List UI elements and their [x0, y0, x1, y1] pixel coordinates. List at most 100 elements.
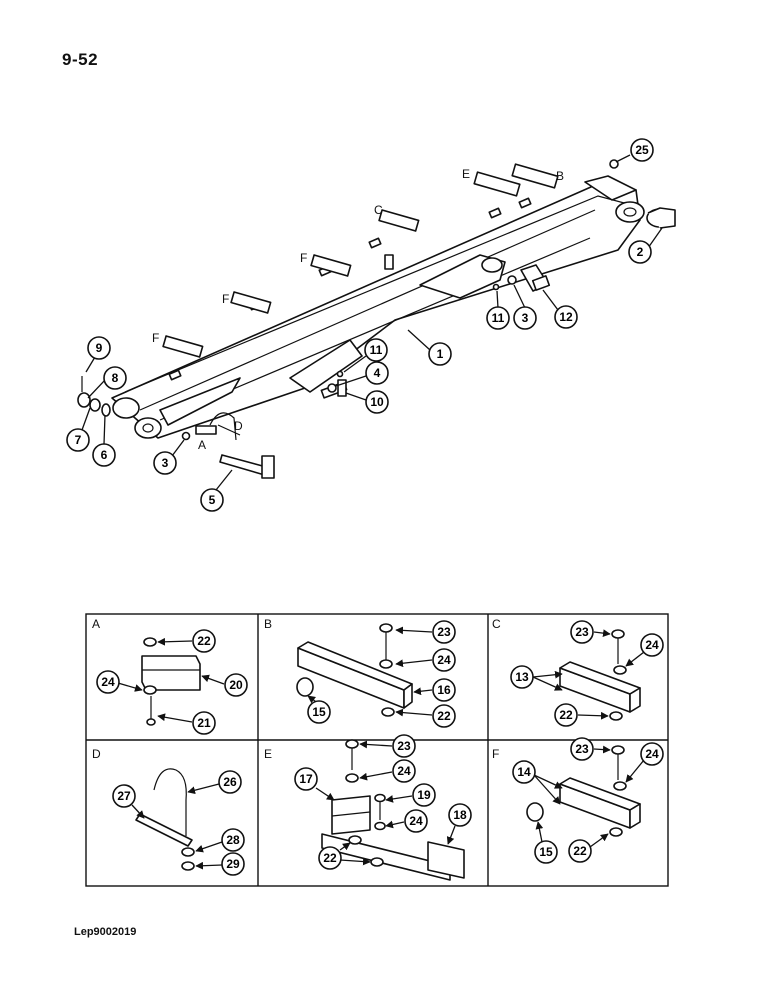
u-bolt	[153, 768, 187, 836]
svg-text:20: 20	[229, 678, 243, 692]
svg-text:23: 23	[437, 625, 451, 639]
svg-text:15: 15	[312, 705, 326, 719]
svg-text:22: 22	[573, 844, 587, 858]
svg-text:24: 24	[397, 764, 411, 778]
panel-D-callout-27: 27	[112, 784, 136, 808]
panel-letter-E: E	[264, 747, 272, 761]
svg-text:24: 24	[101, 675, 115, 689]
letter-B: B	[556, 169, 564, 183]
panel-D: D 26 27 28 29	[92, 747, 245, 876]
svg-text:11: 11	[370, 343, 383, 357]
callout-10: 10	[365, 390, 389, 414]
panel-F: F 23 24 14 15 22	[492, 737, 664, 864]
main-letters: E B C F F F A D	[152, 167, 564, 452]
svg-text:10: 10	[370, 395, 384, 409]
svg-text:7: 7	[75, 433, 82, 447]
svg-text:5: 5	[209, 493, 216, 507]
bushing-2	[646, 207, 676, 229]
svg-text:23: 23	[397, 739, 411, 753]
panel-letter-D: D	[92, 747, 101, 761]
main-callouts: 25 2 12 3 11 1 11 4 10 9 8 7 6 3 5	[66, 138, 663, 512]
svg-text:22: 22	[323, 851, 337, 865]
letter-A: A	[198, 438, 206, 452]
panel-B-callout-24: 24	[432, 648, 456, 672]
panel-B: B 23 24 16 15 22	[264, 617, 456, 728]
svg-text:25: 25	[635, 143, 649, 157]
detail-panels: A 22 20 24 21 B	[85, 613, 669, 887]
letter-F-1: F	[300, 251, 307, 265]
callout-6: 6	[92, 443, 116, 467]
panel-letter-B: B	[264, 617, 272, 631]
panel-B-callout-23: 23	[432, 620, 456, 644]
panel-D-callout-26: 26	[218, 770, 242, 794]
panel-E-callout-19: 19	[412, 783, 436, 807]
panel-F-callout-22: 22	[568, 839, 592, 863]
panel-B-callout-16: 16	[432, 678, 456, 702]
panel-E-callout-17: 17	[294, 767, 318, 791]
callout-3-rear: 3	[513, 306, 537, 330]
panel-B-callout-15: 15	[307, 700, 331, 724]
panel-D-callout-28: 28	[221, 828, 245, 852]
svg-text:24: 24	[437, 653, 451, 667]
letter-C: C	[374, 203, 383, 217]
svg-text:3: 3	[162, 456, 169, 470]
mounting-bar	[321, 833, 451, 881]
svg-text:13: 13	[515, 670, 529, 684]
svg-text:8: 8	[112, 371, 119, 385]
panel-F-callout-14: 14	[512, 760, 536, 784]
dipper-arm-assembly	[77, 159, 676, 479]
svg-text:22: 22	[559, 708, 573, 722]
callout-8: 8	[103, 366, 127, 390]
svg-text:29: 29	[226, 857, 240, 871]
callout-7: 7	[66, 428, 90, 452]
panel-C-callout-22: 22	[554, 703, 578, 727]
svg-text:1: 1	[437, 347, 444, 361]
svg-text:21: 21	[197, 716, 211, 730]
panel-B-callout-22: 22	[432, 704, 456, 728]
document-code: Lep9002019	[74, 926, 137, 938]
panel-A: A 22 20 24 21	[92, 617, 248, 735]
svg-text:14: 14	[517, 765, 531, 779]
panels-frame	[85, 613, 669, 887]
panel-A-callout-20: 20	[224, 673, 248, 697]
panel-C-callout-13: 13	[510, 665, 534, 689]
callout-1: 1	[428, 342, 452, 366]
panel-F-callout-24: 24	[640, 742, 664, 766]
panel-E: E 23 24 17 19 24 18	[264, 734, 472, 881]
panel-E-callout-18: 18	[448, 803, 472, 827]
panel-A-callout-22: 22	[192, 629, 216, 653]
panel-E-callout-23: 23	[392, 734, 416, 758]
hose-clip	[209, 412, 241, 441]
callout-5: 5	[200, 488, 224, 512]
pin-12	[520, 264, 551, 292]
letter-D: D	[234, 419, 243, 433]
svg-text:12: 12	[559, 310, 573, 324]
callout-2: 2	[628, 240, 652, 264]
svg-text:16: 16	[437, 683, 451, 697]
callout-25: 25	[630, 138, 654, 162]
panel-E-callout-22: 22	[318, 846, 342, 870]
panel-D-callout-29: 29	[221, 852, 245, 876]
svg-text:24: 24	[409, 814, 423, 828]
front-boss-lower	[134, 417, 162, 439]
panel-F-callout-15: 15	[534, 840, 558, 864]
svg-text:6: 6	[101, 448, 108, 462]
letter-F-3: F	[152, 331, 159, 345]
svg-text:22: 22	[437, 709, 451, 723]
svg-text:23: 23	[575, 742, 589, 756]
svg-text:15: 15	[539, 845, 553, 859]
callout-11-front: 11	[364, 338, 388, 362]
callout-9: 9	[87, 336, 111, 360]
pin-5	[219, 454, 275, 479]
panel-letter-C: C	[492, 617, 501, 631]
panel-A-callout-21: 21	[192, 711, 216, 735]
svg-text:23: 23	[575, 625, 589, 639]
svg-text:17: 17	[299, 772, 313, 786]
panel-E-callout-24a: 24	[392, 759, 416, 783]
svg-text:26: 26	[223, 775, 237, 789]
panel-C: C 23 24 13 22	[492, 617, 664, 727]
svg-text:4: 4	[374, 366, 381, 380]
panel-C-callout-24: 24	[640, 633, 664, 657]
svg-text:27: 27	[117, 789, 131, 803]
